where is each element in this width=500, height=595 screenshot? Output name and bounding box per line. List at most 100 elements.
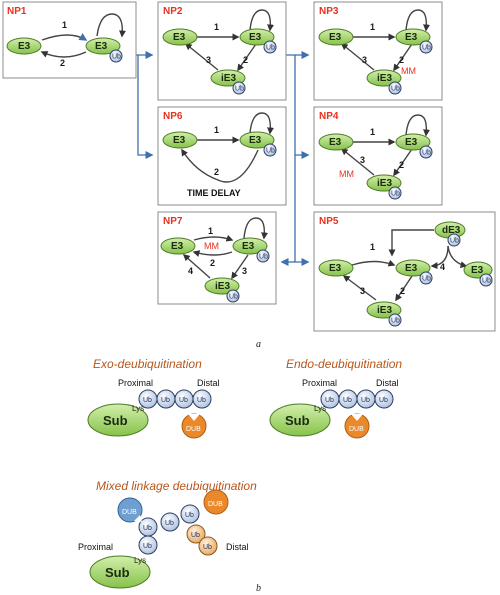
svg-text:Ub: Ub bbox=[165, 520, 174, 527]
np4-ub-text-1: Ub bbox=[422, 150, 431, 157]
np5-e3-text: E3 bbox=[329, 263, 342, 274]
np2-ub-text-2: Ub bbox=[235, 86, 244, 93]
np5-ub-text-3: Ub bbox=[450, 238, 459, 245]
svg-text:Ub: Ub bbox=[143, 525, 152, 532]
mixed-proximal: Proximal bbox=[78, 542, 113, 552]
np5-ub-tag-3 bbox=[447, 233, 461, 247]
exo-title: Exo-deubiquitination bbox=[93, 357, 202, 371]
np1-step-2: 2 bbox=[60, 58, 65, 68]
mixed-lys-text: Lys bbox=[134, 556, 146, 565]
np5-ub-text-4: Ub bbox=[482, 278, 491, 285]
exo-sub-text: Sub bbox=[103, 413, 128, 428]
np4-label: NP4 bbox=[319, 111, 339, 122]
np6-time-delay: TIME DELAY bbox=[187, 188, 241, 198]
exo-lys-text: Lys bbox=[132, 404, 144, 413]
np7-ie3-text: iE3 bbox=[215, 281, 230, 292]
np3-ie3-text: iE3 bbox=[377, 73, 392, 84]
np6-e3ub-text: E3 bbox=[249, 135, 262, 146]
np5-step-2: 2 bbox=[400, 286, 405, 296]
np4-e3-node bbox=[318, 133, 354, 151]
np3-e3-text: E3 bbox=[329, 32, 342, 43]
panel-np3: NP3 1 2 3 MM E3 E3 Ub iE3 Ub bbox=[313, 1, 443, 101]
np4-ub-tag-1 bbox=[419, 145, 433, 159]
mixed-dub-blue: DUB bbox=[117, 497, 143, 523]
np7-e3-node bbox=[160, 237, 196, 255]
np2-ub-tag-2 bbox=[232, 81, 246, 95]
np7-e3-text: E3 bbox=[171, 241, 184, 252]
np4-e3ub-text: E3 bbox=[405, 137, 418, 148]
mixed-title: Mixed linkage deubiquitination bbox=[96, 479, 257, 493]
exo-dub: DUB bbox=[181, 413, 207, 439]
np4-ub-text-2: Ub bbox=[391, 191, 400, 198]
np1-arrow-1 bbox=[40, 13, 126, 58]
svg-text:DUB: DUB bbox=[208, 501, 223, 508]
endo-ub-chain: Ub Ub Ub Ub bbox=[320, 389, 394, 409]
panel-np1: NP1 1 2 E3 E3 Ub bbox=[2, 1, 137, 79]
endo-dub: DUB bbox=[344, 413, 370, 439]
exo-proximal: Proximal bbox=[118, 378, 153, 388]
np4-mm-label: MM bbox=[339, 169, 354, 179]
endo-deubiquitination: Endo-deubiquitination Proximal Distal Su… bbox=[269, 357, 402, 439]
svg-text:Ub: Ub bbox=[325, 397, 334, 404]
np4-step-2: 2 bbox=[399, 160, 404, 170]
np3-ub-text-1: Ub bbox=[422, 45, 431, 52]
np2-label: NP2 bbox=[163, 6, 183, 17]
np5-ub-tag-4 bbox=[479, 273, 493, 287]
svg-text:Ub: Ub bbox=[143, 543, 152, 550]
np7-step-4: 4 bbox=[188, 266, 193, 276]
np3-ub-text-2: Ub bbox=[391, 86, 400, 93]
np4-step-1: 1 bbox=[370, 127, 375, 137]
mixed-sub-text: Sub bbox=[105, 565, 130, 580]
np5-ub-tag-1 bbox=[419, 271, 433, 285]
np5-ie3-text: iE3 bbox=[377, 305, 392, 316]
mixed-substrate bbox=[89, 555, 151, 589]
panel-np7: NP7 1 2 3 4 MM E3 E3 Ub iE3 Ub bbox=[157, 211, 277, 305]
np7-step-3: 3 bbox=[242, 266, 247, 276]
mixed-ub-chain: Ub Ub Ub Ub Ub Ub bbox=[138, 504, 218, 556]
np5-ub-text-2: Ub bbox=[391, 318, 400, 325]
svg-text:Ub: Ub bbox=[185, 512, 194, 519]
np2-step-1: 1 bbox=[214, 22, 219, 32]
np6-e3-node bbox=[162, 131, 198, 149]
exo-substrate bbox=[87, 403, 149, 437]
np6-ub-tag bbox=[263, 143, 277, 157]
np5-step-4: 4 bbox=[440, 262, 445, 272]
panel-np6: NP6 1 2 TIME DELAY E3 E3 Ub bbox=[157, 106, 287, 206]
endo-proximal: Proximal bbox=[302, 378, 337, 388]
np5-ub-tag-2 bbox=[388, 313, 402, 327]
mixed-dub-orange: DUB bbox=[203, 489, 229, 518]
caption-a: a bbox=[256, 339, 261, 350]
svg-text:Ub: Ub bbox=[343, 397, 352, 404]
np7-e3ub-node bbox=[232, 237, 268, 255]
mixed-deubiquitination: Mixed linkage deubiquitination Proximal … bbox=[78, 479, 257, 589]
np7-ub-tag-1 bbox=[256, 249, 270, 263]
np6-step-1: 1 bbox=[214, 125, 219, 135]
np2-e3ub-text: E3 bbox=[249, 32, 262, 43]
np6-ub-text: Ub bbox=[266, 148, 275, 155]
endo-title: Endo-deubiquitination bbox=[286, 357, 402, 371]
np4-e3-text: E3 bbox=[329, 137, 342, 148]
exo-deubiquitination: Exo-deubiquitination Proximal Distal Sub… bbox=[87, 357, 220, 439]
np2-step-3: 3 bbox=[206, 55, 211, 65]
np1-e3-text: E3 bbox=[18, 41, 31, 52]
np1-e3-node bbox=[6, 37, 42, 55]
np2-ie3-text: iE3 bbox=[221, 73, 236, 84]
np3-mm-label: MM bbox=[401, 66, 416, 76]
panel-np5: NP5 1 2 3 4 E3 E3 Ub iE3 Ub dE3 Ub E3 Ub bbox=[313, 211, 496, 332]
panel-np4: NP4 1 2 3 MM E3 E3 Ub iE3 Ub bbox=[313, 106, 443, 206]
np3-step-2: 2 bbox=[399, 55, 404, 65]
np4-ub-tag-2 bbox=[388, 186, 402, 200]
np3-e3ub-node bbox=[395, 28, 431, 46]
np3-ub-tag-1 bbox=[419, 40, 433, 54]
np4-ie3-text: iE3 bbox=[377, 178, 392, 189]
mixed-distal: Distal bbox=[226, 542, 249, 552]
svg-text:DUB: DUB bbox=[186, 426, 201, 433]
svg-text:Ub: Ub bbox=[161, 397, 170, 404]
svg-text:Ub: Ub bbox=[379, 397, 388, 404]
svg-text:DUB: DUB bbox=[122, 509, 137, 516]
np2-e3-text: E3 bbox=[173, 32, 186, 43]
exo-distal: Distal bbox=[197, 378, 220, 388]
np3-label: NP3 bbox=[319, 6, 339, 17]
np7-ub-text-1: Ub bbox=[259, 254, 268, 261]
svg-text:Ub: Ub bbox=[179, 397, 188, 404]
